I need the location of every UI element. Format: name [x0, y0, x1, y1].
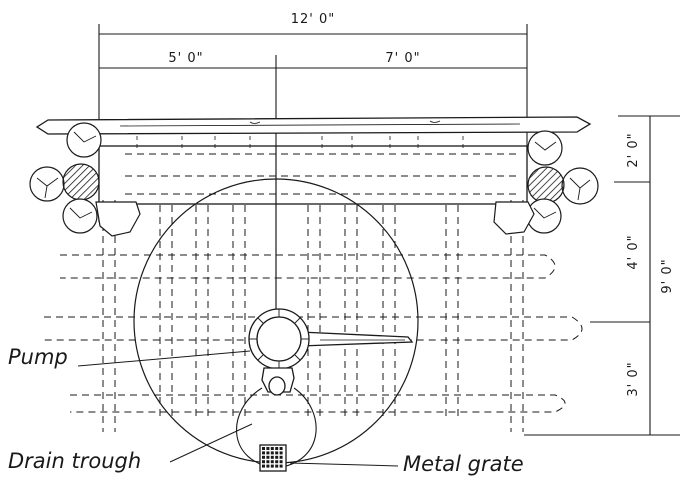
grate-cell: [275, 447, 279, 450]
grate-cell: [279, 460, 283, 464]
leader-lines: [77, 350, 399, 467]
dim-top-depth: 2' 0": [626, 132, 641, 167]
metal-grate: [259, 444, 287, 472]
label-pump: Pump: [8, 345, 68, 369]
grate-cell: [270, 447, 274, 450]
grate-cell: [266, 451, 270, 455]
grate-cell: [270, 451, 274, 455]
dim-overall-depth: 9' 0": [660, 258, 675, 293]
top-log: [35, 116, 592, 135]
right-log-bundle: [493, 130, 599, 235]
grate-cell: [275, 460, 279, 464]
grate-cell: [275, 464, 279, 468]
grate-cell: [279, 464, 283, 468]
grate-cell: [270, 455, 274, 459]
grate-cell: [270, 464, 274, 468]
dim-middle-depth: 4' 0": [626, 234, 641, 269]
grate-cell: [266, 447, 270, 450]
grate-cell: [262, 451, 265, 455]
cap-texture: [136, 136, 464, 150]
dim-bottom-depth: 3' 0": [626, 361, 641, 396]
grate-cell: [262, 464, 265, 468]
grate-cell: [279, 451, 283, 455]
grate-cell: [275, 455, 279, 459]
grate-cell: [270, 460, 274, 464]
dim-overall-width: 12' 0": [291, 12, 336, 27]
dim-left-width: 5' 0": [168, 51, 203, 66]
grate-cell: [262, 460, 265, 464]
grate-cell: [279, 455, 283, 459]
grate-cell: [266, 464, 270, 468]
grate-cell: [266, 455, 270, 459]
dim-right-width: 7' 0": [385, 51, 420, 66]
left-log-bundle: [29, 122, 141, 237]
label-metal-grate: Metal grate: [403, 452, 524, 476]
pump-assembly: [248, 308, 414, 396]
grate-cell: [262, 447, 265, 450]
grate-cell: [266, 460, 270, 464]
dashed-timber-grid: [44, 153, 583, 432]
grate-cell: [262, 455, 265, 459]
dimension-lines: [98, 24, 680, 436]
grate-cell: [279, 447, 283, 450]
grate-cell: [275, 451, 279, 455]
label-drain-trough: Drain trough: [8, 449, 141, 473]
